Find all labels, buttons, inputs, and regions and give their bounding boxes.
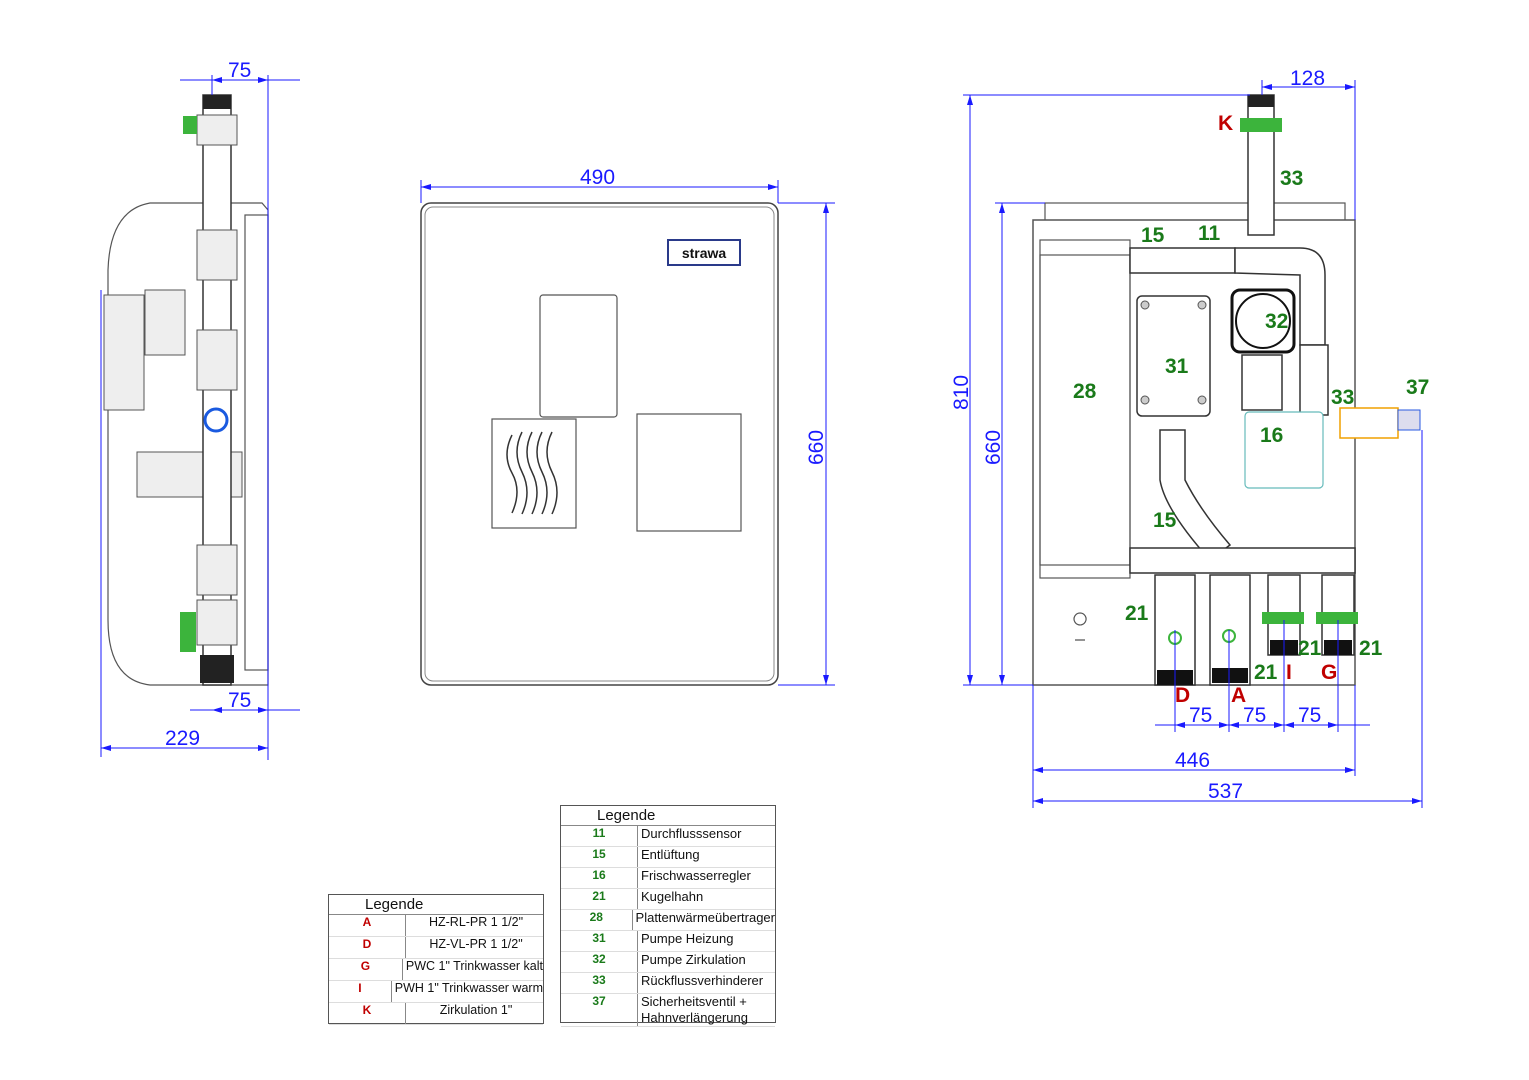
pump-heating-31 <box>1136 295 1211 417</box>
label-32: 32 <box>1265 310 1288 333</box>
legend-key: 16 <box>561 868 638 888</box>
label-a: A <box>1231 684 1246 707</box>
front-dim-height: 660 <box>805 430 828 465</box>
rear-dim-75a: 75 <box>1189 704 1212 727</box>
legend-key: I <box>329 981 392 1002</box>
side-view: 75 75 229 <box>100 59 300 760</box>
label-k: K <box>1218 112 1233 135</box>
label-21c: 21 <box>1359 637 1383 660</box>
legend-value: HZ-VL-PR 1 1/2" <box>429 937 523 951</box>
label-g: G <box>1321 661 1337 684</box>
label-21: 21 <box>1125 602 1149 625</box>
keyhole-icon <box>1073 612 1087 641</box>
legend-row: D HZ-VL-PR 1 1/2" <box>329 937 543 959</box>
side-dim-depth: 229 <box>165 727 200 750</box>
side-dim-bottom: 75 <box>228 689 251 712</box>
label-31: 31 <box>1165 355 1189 378</box>
legend-value: Entlüftung <box>641 847 700 862</box>
legend-value: Sicherheitsventil + Hahnverlängerung <box>641 994 748 1025</box>
label-28: 28 <box>1073 380 1097 403</box>
legend-title: Legende <box>561 806 775 826</box>
label-15b: 15 <box>1153 509 1177 532</box>
legend-title: Legende <box>329 895 543 915</box>
rear-dim-810: 810 <box>950 375 973 410</box>
legend-value: PWH 1" Trinkwasser warm <box>394 981 543 995</box>
legend-value: Zirkulation 1" <box>439 1003 513 1017</box>
legend-value: Pumpe Zirkulation <box>641 952 746 967</box>
strawa-logo <box>667 239 741 266</box>
legend-key: 21 <box>561 889 638 909</box>
legend-key: 11 <box>561 826 638 846</box>
legend-value: Durchflusssensor <box>641 826 742 841</box>
legend-value: Kugelhahn <box>641 889 704 904</box>
label-33b: 33 <box>1331 386 1354 409</box>
label-37: 37 <box>1406 376 1429 399</box>
legend-value: Frischwasserregler <box>641 868 751 883</box>
legend-key: 31 <box>561 931 638 951</box>
rear-dim-top: 128 <box>1290 67 1325 90</box>
label-i: I <box>1286 661 1292 684</box>
rear-dim-446: 446 <box>1175 749 1210 772</box>
legend-key: D <box>329 937 406 958</box>
front-dim-width: 490 <box>580 166 615 189</box>
legend-key: 32 <box>561 952 638 972</box>
legend-key: 15 <box>561 847 638 867</box>
legend-value: PWC 1" Trinkwasser kalt <box>405 959 543 973</box>
legend-key: 33 <box>561 973 638 993</box>
safety-valve-37 <box>1339 407 1399 439</box>
rear-view: K 33 15 11 32 31 28 33 37 16 15 21 21 21… <box>950 67 1429 808</box>
legend-key: 37 <box>561 994 638 1026</box>
label-15: 15 <box>1141 224 1165 247</box>
label-11: 11 <box>1198 222 1221 245</box>
side-dim-top: 75 <box>228 59 251 82</box>
rear-dim-75c: 75 <box>1298 704 1321 727</box>
label-d: D <box>1175 684 1190 707</box>
logo-text: strawa <box>682 245 727 261</box>
legend-connections: Legende A HZ-RL-PR 1 1/2" D HZ-VL-PR 1 1/2"… <box>328 894 544 1025</box>
legend-row: K Zirkulation 1" <box>329 1003 543 1025</box>
label-16: 16 <box>1260 424 1283 447</box>
legend-key: 28 <box>561 910 633 930</box>
controller-16 <box>1244 411 1324 489</box>
label-21d: 21 <box>1254 661 1278 684</box>
legend-value: HZ-RL-PR 1 1/2" <box>428 915 524 929</box>
legend-value: Plattenwärmeübertrager <box>635 910 775 925</box>
legend-value: Pumpe Heizung <box>641 931 734 946</box>
legend-key: K <box>329 1003 406 1024</box>
legend-key: G <box>329 959 403 980</box>
front-view: strawa 490 660 <box>420 166 835 686</box>
wave-logo-icon <box>506 431 558 515</box>
rear-dim-660: 660 <box>982 430 1005 465</box>
legend-row: A HZ-RL-PR 1 1/2" <box>329 915 543 937</box>
rear-dim-75b: 75 <box>1243 704 1266 727</box>
rear-dim-537: 537 <box>1208 780 1243 803</box>
label-33: 33 <box>1280 167 1303 190</box>
label-21b: 21 <box>1298 637 1322 660</box>
legend-key: A <box>329 915 406 936</box>
legend-value: Rückflussverhinderer <box>641 973 764 988</box>
